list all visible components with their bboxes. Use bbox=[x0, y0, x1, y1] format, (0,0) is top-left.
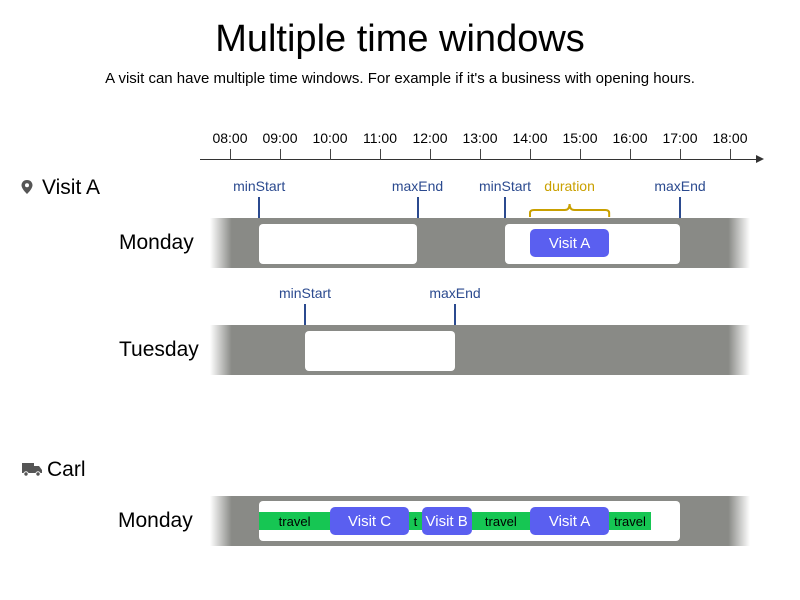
max-end-marker bbox=[679, 197, 681, 218]
route-travel: travel bbox=[471, 512, 530, 530]
min-start-label: minStart bbox=[278, 285, 332, 301]
axis-arrow-icon bbox=[756, 155, 764, 163]
max-end-label: maxEnd bbox=[391, 178, 444, 194]
axis-line bbox=[200, 159, 758, 160]
route-visit[interactable]: Visit B bbox=[421, 507, 472, 535]
truck-icon bbox=[22, 463, 42, 477]
axis-tick-label: 10:00 bbox=[312, 130, 348, 146]
axis-tick-label: 18:00 bbox=[712, 130, 748, 146]
max-end-marker bbox=[416, 197, 419, 218]
row-label-tuesday: Tuesday bbox=[119, 338, 199, 361]
max-end-label: maxEnd bbox=[654, 178, 706, 194]
min-start-marker bbox=[304, 304, 306, 325]
time-window bbox=[259, 224, 418, 264]
location-pin-icon bbox=[21, 180, 33, 194]
axis-tick bbox=[680, 149, 681, 160]
duration-label: duration bbox=[544, 178, 595, 194]
row-label-monday: Monday bbox=[119, 231, 194, 254]
axis-tick bbox=[580, 149, 581, 160]
axis-tick-label: 17:00 bbox=[662, 130, 698, 146]
route-travel: travel bbox=[609, 512, 651, 530]
axis-tick-label: 08:00 bbox=[212, 130, 248, 146]
min-start-marker bbox=[258, 197, 261, 218]
axis-tick bbox=[530, 149, 531, 160]
axis-tick bbox=[730, 149, 731, 160]
scheduled-visit-a[interactable]: Visit A bbox=[530, 229, 610, 257]
min-start-label: minStart bbox=[478, 178, 532, 194]
min-start-marker bbox=[504, 197, 506, 218]
route-visit[interactable]: Visit C bbox=[330, 507, 410, 535]
page-title: Multiple time windows bbox=[215, 18, 585, 60]
page-subtitle: A visit can have multiple time windows. … bbox=[105, 70, 695, 87]
max-end-marker bbox=[454, 304, 456, 325]
axis-tick-label: 13:00 bbox=[462, 130, 498, 146]
min-start-label: minStart bbox=[233, 178, 286, 194]
axis-tick-label: 11:00 bbox=[363, 130, 397, 146]
axis-tick bbox=[630, 149, 631, 160]
axis-tick bbox=[380, 149, 381, 160]
axis-tick bbox=[430, 149, 431, 160]
axis-tick-label: 16:00 bbox=[612, 130, 648, 146]
time-window bbox=[305, 331, 455, 371]
visit-a-tuesday-track bbox=[210, 325, 750, 375]
route-travel: travel bbox=[259, 512, 330, 530]
max-end-label: maxEnd bbox=[429, 285, 481, 301]
duration-brace bbox=[529, 203, 611, 217]
route-travel: t bbox=[409, 512, 422, 530]
axis-tick bbox=[480, 149, 481, 160]
carl-title: Carl bbox=[47, 458, 86, 481]
axis-tick-label: 12:00 bbox=[412, 130, 448, 146]
axis-tick-label: 14:00 bbox=[512, 130, 548, 146]
duration-brace-path bbox=[529, 203, 611, 217]
visit-a-title: Visit A bbox=[42, 176, 100, 199]
axis-tick bbox=[230, 149, 231, 160]
axis-tick bbox=[330, 149, 331, 160]
row-label-carl-monday: Monday bbox=[118, 509, 193, 532]
axis-tick-label: 15:00 bbox=[562, 130, 598, 146]
axis-tick bbox=[280, 149, 281, 160]
axis-tick-label: 09:00 bbox=[262, 130, 298, 146]
route-visit[interactable]: Visit A bbox=[530, 507, 610, 535]
